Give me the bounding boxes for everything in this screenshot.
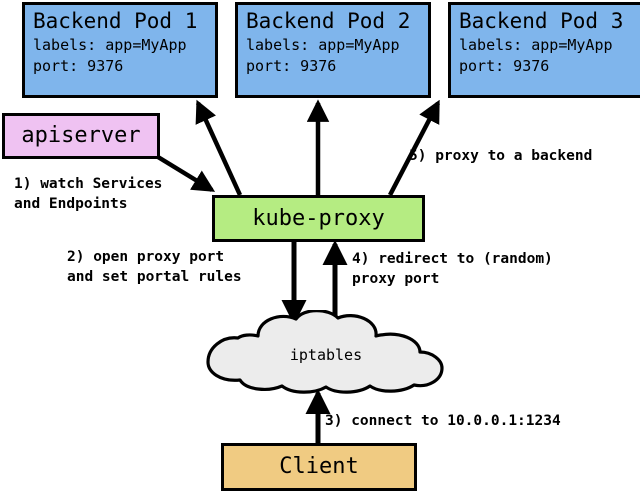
backend-pod-1-labels: labels: app=MyApp [33, 36, 187, 54]
backend-pod-2-box[interactable]: Backend Pod 2 labels: app=MyApp port: 93… [235, 2, 431, 98]
backend-pod-3-box[interactable]: Backend Pod 3 labels: app=MyApp port: 93… [448, 2, 640, 98]
step-2-line-1: 2) open proxy port [67, 249, 225, 265]
backend-pod-1-title: Backend Pod 1 [33, 9, 198, 33]
backend-pod-3-labels: labels: app=MyApp [459, 36, 613, 54]
edge-kubeproxy-to-pod1 [195, 99, 243, 196]
step-3-label: 3) connect to 10.0.0.1:1234 [325, 411, 561, 431]
edge-apiserver-to-kubeproxy [156, 155, 216, 192]
kube-proxy-label: kube-proxy [252, 205, 385, 231]
apiserver-label: apiserver [21, 123, 141, 148]
step-1-label: 1) watch Services and Endpoints [14, 174, 162, 214]
backend-pod-3-port: port: 9376 [459, 57, 550, 75]
client-label: Client [279, 454, 359, 479]
iptables-cloud[interactable]: iptables [188, 309, 464, 394]
step-4-line-2: proxy port [352, 271, 440, 287]
backend-pod-2-labels: labels: app=MyApp [246, 36, 400, 54]
step-1-line-2: and Endpoints [14, 196, 128, 212]
step-4-label: 4) redirect to (random) proxy port [352, 249, 553, 289]
step-1-line-1: 1) watch Services [14, 176, 163, 192]
backend-pod-1-box[interactable]: Backend Pod 1 labels: app=MyApp port: 93… [22, 2, 218, 98]
backend-pod-2-title: Backend Pod 2 [246, 9, 411, 33]
iptables-label: iptables [289, 346, 363, 364]
apiserver-box[interactable]: apiserver [2, 113, 160, 159]
cloud-shape-icon [206, 309, 444, 394]
kube-proxy-box[interactable]: kube-proxy [212, 195, 425, 242]
backend-pod-3-title: Backend Pod 3 [459, 9, 624, 33]
client-box[interactable]: Client [221, 443, 417, 491]
step-3-line-1: 3) connect to 10.0.0.1:1234 [325, 413, 561, 429]
step-2-label: 2) open proxy port and set portal rules [67, 247, 242, 287]
step-2-line-2: and set portal rules [67, 269, 242, 285]
step-5-label: 5) proxy to a backend [409, 146, 592, 166]
step-4-line-1: 4) redirect to (random) [352, 251, 553, 267]
backend-pod-2-port: port: 9376 [246, 57, 337, 75]
backend-pod-1-port: port: 9376 [33, 57, 124, 75]
step-5-line-1: 5) proxy to a backend [409, 148, 593, 164]
